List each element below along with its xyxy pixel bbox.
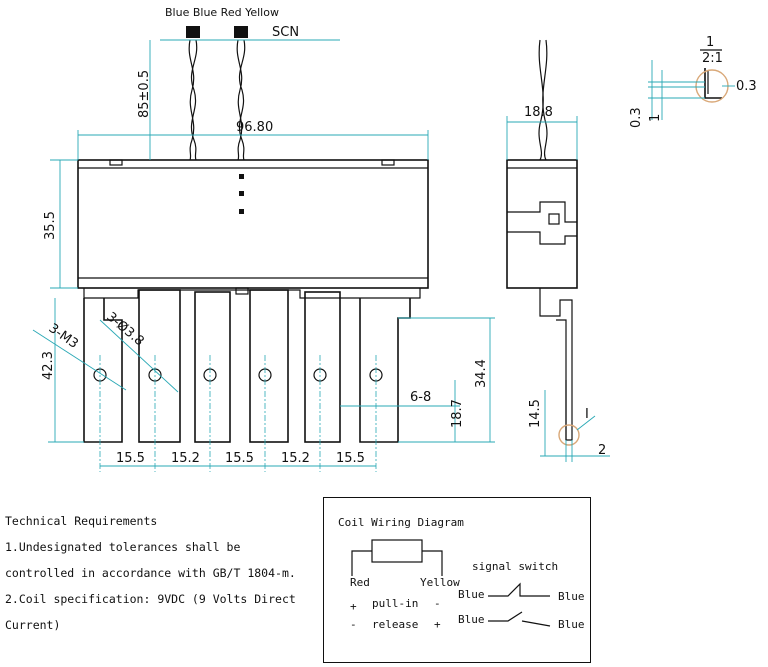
- dim-body-height: 35.5: [43, 211, 58, 240]
- detail-marker: I: [585, 407, 589, 422]
- release-label: release: [372, 618, 418, 631]
- dim-spacing-4: 15.2: [281, 451, 310, 466]
- switch-blue-right-2: Blue: [558, 618, 585, 631]
- front-dimensions: [32, 39, 495, 467]
- dim-terminal-height: 42.3: [41, 351, 56, 380]
- tech-line-3: 2.Coil specification: 9VDC (9 Volts Dire…: [5, 592, 296, 606]
- tech-line-2: controlled in accordance with GB/T 1804-…: [5, 566, 296, 580]
- dim-spacing-3: 15.5: [225, 451, 254, 466]
- switch-blue-left-1: Blue: [458, 588, 485, 601]
- detail-03-b: 0.3: [736, 79, 757, 94]
- signal-switch-label: signal switch: [472, 560, 558, 573]
- pull-in-plus: +: [350, 600, 357, 613]
- front-view: Blue Blue Red Yellow SCN 85±0.5 96.80 35…: [32, 6, 495, 472]
- wiring-title: Coil Wiring Diagram: [338, 516, 464, 529]
- dim-terminal-height-right: 34.4: [474, 359, 489, 388]
- side-view: 18.8 14.5 2 I: [506, 39, 610, 462]
- detail-view: 1 2:1 0.3 1 0.3: [629, 35, 757, 128]
- dim-spacing-1: 15.5: [116, 451, 145, 466]
- scn-label: SCN: [272, 25, 299, 40]
- release-plus: +: [434, 618, 441, 631]
- detail-1: 1: [648, 114, 663, 122]
- switch-blue-left-2: Blue: [458, 613, 485, 626]
- detail-03-a: 0.3: [629, 107, 644, 128]
- technical-requirements: Technical Requirements 1.Undesignated to…: [5, 508, 315, 638]
- detail-scale-num: 1: [706, 35, 714, 50]
- pull-in-label: pull-in: [372, 597, 418, 610]
- tech-line-1: 1.Undesignated tolerances shall be: [5, 540, 241, 554]
- release-minus: -: [350, 618, 357, 631]
- dim-thread: 3-M3: [46, 321, 81, 352]
- wire-red: Red: [350, 576, 370, 589]
- wiring-svg: Coil Wiring Diagram Red Yellow signal sw…: [338, 516, 585, 631]
- coil-wiring-diagram: Coil Wiring Diagram Red Yellow signal sw…: [323, 497, 591, 663]
- dim-slot-height: 18.7: [450, 399, 465, 428]
- relay-body: [77, 159, 429, 289]
- dim-wire-length: 85±0.5: [137, 70, 152, 118]
- dim-side-width: 18.8: [524, 105, 553, 120]
- wire-yellow: Yellow: [420, 576, 460, 589]
- twisted-wires: [186, 26, 248, 161]
- dim-side-terminal: 14.5: [528, 399, 543, 428]
- dim-slot-width: 6-8: [410, 390, 431, 405]
- dim-spacing-2: 15.2: [171, 451, 200, 466]
- pull-in-minus: -: [434, 597, 441, 610]
- wire-colors-label: Blue Blue Red Yellow: [165, 6, 279, 19]
- dim-overall-width: 96.80: [236, 120, 273, 135]
- detail-scale-den: 2:1: [702, 51, 723, 66]
- tech-line-4: Current): [5, 618, 61, 632]
- dim-spacing-5: 15.5: [336, 451, 365, 466]
- dim-side-thickness: 2: [598, 443, 606, 458]
- tech-title: Technical Requirements: [5, 514, 158, 528]
- terminals: [83, 289, 411, 472]
- switch-blue-right-1: Blue: [558, 590, 585, 603]
